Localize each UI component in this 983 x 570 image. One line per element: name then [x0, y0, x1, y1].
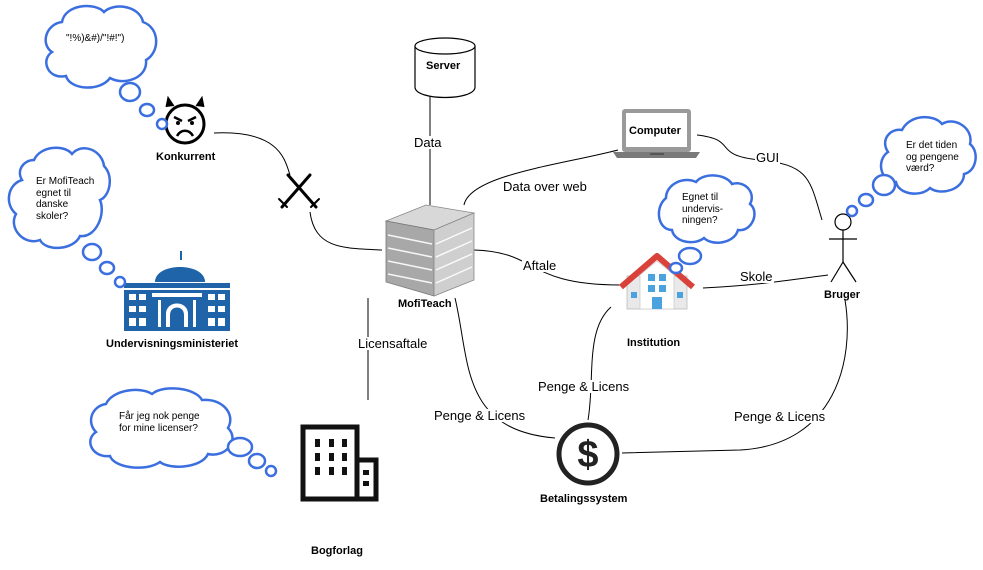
- edge-label-licensaftale: Licensaftale: [357, 336, 429, 351]
- svg-text:$: $: [577, 434, 598, 476]
- thought-line: ningen?: [682, 215, 718, 226]
- thought-text-bogforlag: Får jeg nok penge for mine licenser?: [119, 411, 200, 434]
- node-label-computer: Computer: [629, 125, 681, 137]
- thought-line: egnet til: [36, 187, 72, 199]
- thought-bubble: [871, 173, 897, 197]
- thought-bubble: [118, 81, 142, 103]
- ministry-building-icon: [124, 251, 230, 331]
- edge-konkurrent-mofiteach: [213, 132, 383, 251]
- node-label-bruger: Bruger: [824, 289, 861, 301]
- edge-label-data: Data: [413, 135, 443, 150]
- node-label-server: Server: [426, 60, 461, 72]
- edge-mofiteach-betaling: [454, 297, 556, 439]
- thought-line: undervis-: [682, 203, 724, 215]
- edge-label-penge-licens-left: Penge & Licens: [433, 408, 527, 423]
- thought-bubble: [113, 275, 127, 289]
- angry-face-icon: [164, 95, 206, 145]
- computer-icon: [613, 109, 700, 158]
- thought-bubble: [98, 260, 116, 276]
- edge-label-gui: GUI: [755, 150, 781, 165]
- thought-cloud-bruger: [879, 116, 977, 195]
- dollar-coin-icon: $: [556, 422, 620, 486]
- thought-text-institution: Egnet til undervis- ningen?: [682, 192, 723, 227]
- thought-text-bruger: Er det tiden og pengene værd?: [906, 140, 959, 175]
- thought-cloud-konkurrent: [44, 4, 158, 89]
- thought-line: Egnet til: [682, 192, 719, 203]
- thought-text-konkurrent: "!%)&#)/"!#!"): [66, 33, 125, 44]
- thought-bubble: [138, 102, 156, 118]
- thought-bubble: [81, 242, 103, 262]
- node-label-bogforlag: Bogforlag: [311, 545, 363, 557]
- edge-mofiteach-computer: [463, 149, 619, 206]
- thought-bubble: [226, 436, 254, 458]
- thought-line: Er MofiTeach: [36, 176, 95, 187]
- thought-cloud-bogforlag: [89, 387, 234, 469]
- thought-line: Er det tiden: [906, 140, 958, 151]
- thought-cloud-institution: [657, 174, 756, 244]
- server-icon: [414, 37, 476, 99]
- thought-bubble: [677, 246, 703, 266]
- thought-bubble: [668, 261, 684, 275]
- edge-label-aftale: Aftale: [522, 258, 558, 273]
- thought-line: skoler?: [36, 210, 69, 222]
- crossed-swords-icon: [278, 173, 320, 209]
- thought-bubble: [857, 192, 875, 208]
- thought-line: værd?: [906, 163, 935, 174]
- publisher-building-icon: [300, 424, 379, 502]
- node-label-konkurrent: Konkurrent: [156, 151, 216, 163]
- thought-bubble: [845, 204, 859, 218]
- thought-clouds: [7, 4, 977, 478]
- thought-cloud-ministeriet: [7, 146, 112, 249]
- thought-line: danske: [36, 199, 69, 210]
- thought-line: og pengene: [906, 151, 959, 163]
- institution-school-icon: [619, 253, 695, 310]
- mofiteach-server-rack-icon: [384, 204, 476, 297]
- node-label-institution: Institution: [627, 337, 681, 349]
- edge-label-penge-licens-mid: Penge & Licens: [537, 379, 631, 394]
- edge-institution-betaling: [587, 306, 612, 421]
- thought-text-ministeriet: Er MofiTeach egnet til danske skoler?: [36, 176, 94, 222]
- edge-label-data-over-web: Data over web: [502, 179, 588, 194]
- thought-line: Får jeg nok penge: [119, 411, 200, 422]
- thought-bubble: [264, 464, 278, 478]
- thought-line: for mine licenser?: [119, 422, 198, 434]
- edge-label-skole: Skole: [739, 269, 774, 284]
- edge-bruger-betaling: [621, 299, 848, 454]
- node-label-betalingssystem: Betalingssystem: [540, 493, 628, 505]
- node-label-mofiteach: MofiTeach: [398, 298, 452, 310]
- thought-bubble: [247, 452, 267, 470]
- user-stick-figure-icon: [829, 213, 857, 283]
- edge-label-penge-licens-right: Penge & Licens: [733, 409, 827, 424]
- thought-bubble: [155, 117, 169, 131]
- node-label-undervisningsministeriet: Undervisningsministeriet: [106, 338, 239, 350]
